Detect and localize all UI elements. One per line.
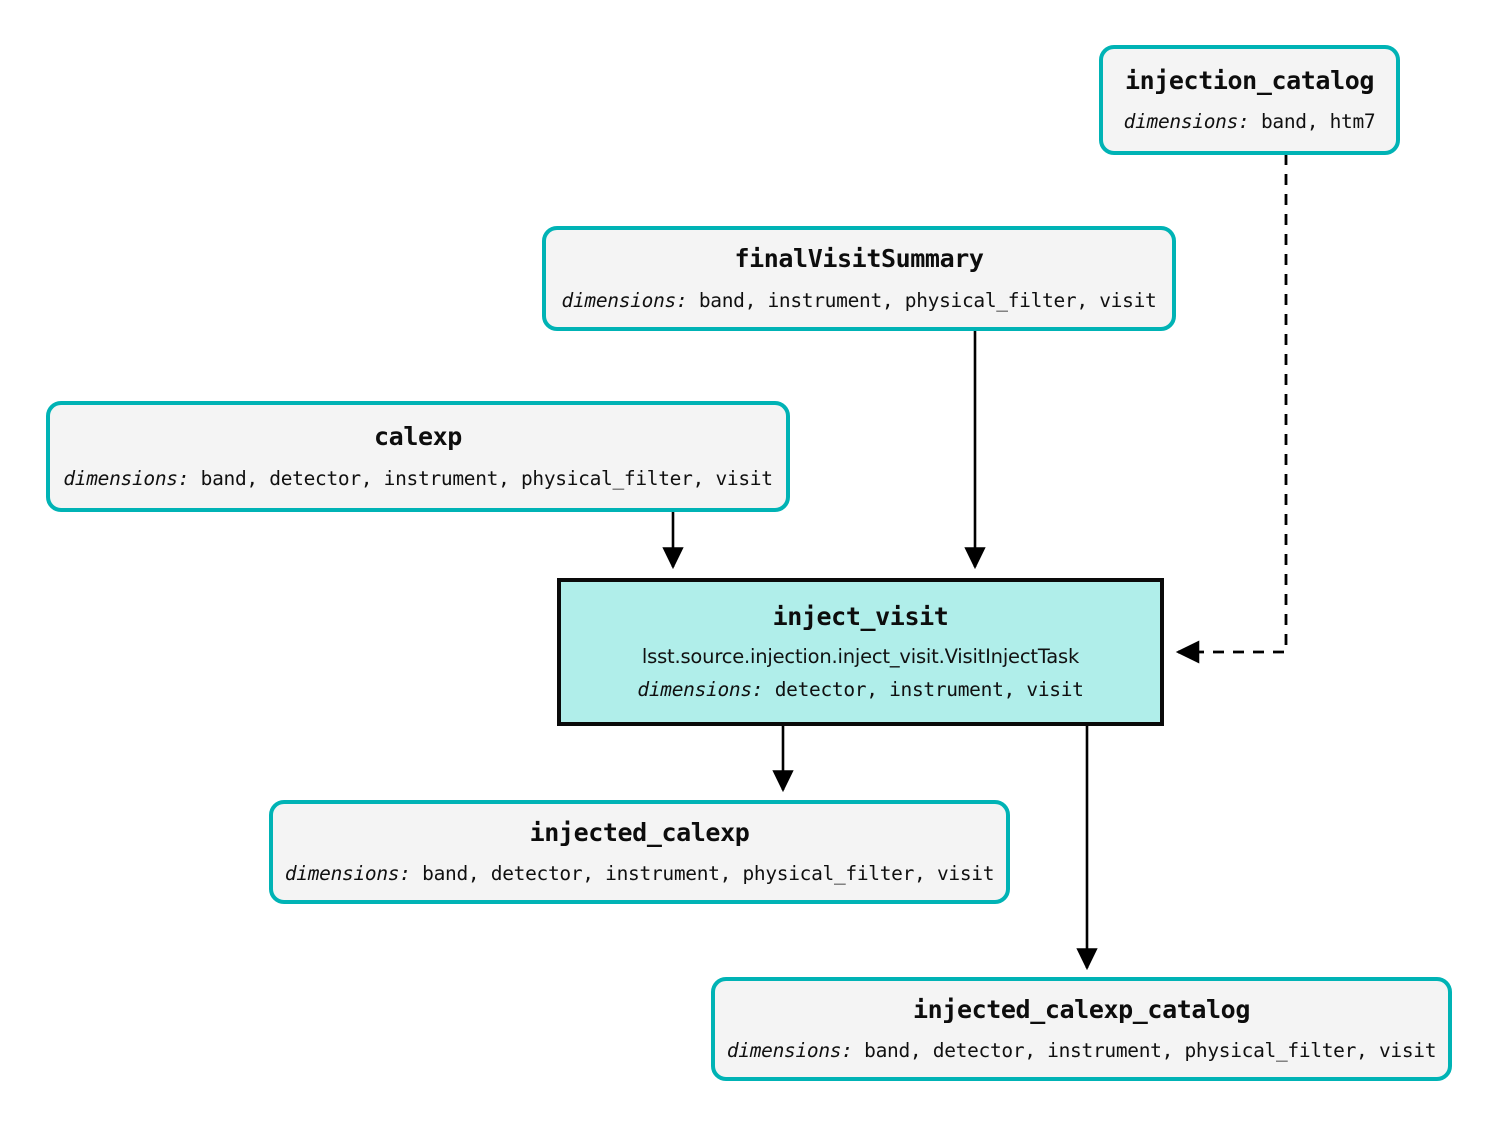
node-inject-visit[interactable]: inject_visit lsst.source.injection.injec… <box>557 578 1164 726</box>
node-title: finalVisitSummary <box>734 244 984 274</box>
node-title: inject_visit <box>772 602 949 632</box>
dimensions-value: band, detector, instrument, physical_fil… <box>864 1039 1437 1063</box>
node-title: injected_calexp <box>529 817 750 847</box>
dimensions-value: band, htm7 <box>1260 110 1376 134</box>
node-dimensions: dimensions: detector, instrument, visit <box>637 678 1083 701</box>
dimensions-value: band, instrument, physical_filter, visit <box>698 288 1157 312</box>
dimensions-label: dimensions: <box>561 288 688 312</box>
dimensions-value: detector, instrument, visit <box>774 677 1084 701</box>
node-dimensions: dimensions: band, detector, instrument, … <box>284 862 995 886</box>
dimensions-label: dimensions: <box>726 1039 853 1063</box>
dimensions-label: dimensions: <box>1123 110 1250 134</box>
node-task-class: lsst.source.injection.inject_visit.Visit… <box>641 644 1080 668</box>
dimensions-label: dimensions: <box>63 466 190 490</box>
node-calexp[interactable]: calexp dimensions: band, detector, instr… <box>46 401 790 512</box>
dimensions-label: dimensions: <box>637 677 764 701</box>
node-title: calexp <box>374 422 462 452</box>
node-dimensions: dimensions: band, detector, instrument, … <box>63 466 773 490</box>
node-dimensions: dimensions: band, detector, instrument, … <box>726 1039 1437 1063</box>
dimensions-label: dimensions: <box>284 862 411 886</box>
dimensions-value: band, detector, instrument, physical_fil… <box>200 466 773 490</box>
node-finalvisitsummary[interactable]: finalVisitSummary dimensions: band, inst… <box>542 226 1176 331</box>
node-title: injection_catalog <box>1124 65 1375 95</box>
node-dimensions: dimensions: band, htm7 <box>1124 110 1376 133</box>
edge-injection-catalog-to-inject-visit <box>1175 154 1288 664</box>
node-injected-calexp[interactable]: injected_calexp dimensions: band, detect… <box>269 800 1010 904</box>
node-injected-calexp-catalog[interactable]: injected_calexp_catalog dimensions: band… <box>711 977 1452 1081</box>
node-title: injected_calexp_catalog <box>913 994 1250 1024</box>
node-dimensions: dimensions: band, instrument, physical_f… <box>562 289 1157 312</box>
node-injection-catalog[interactable]: injection_catalog dimensions: band, htm7 <box>1099 45 1400 155</box>
dimensions-value: band, detector, instrument, physical_fil… <box>422 862 995 886</box>
